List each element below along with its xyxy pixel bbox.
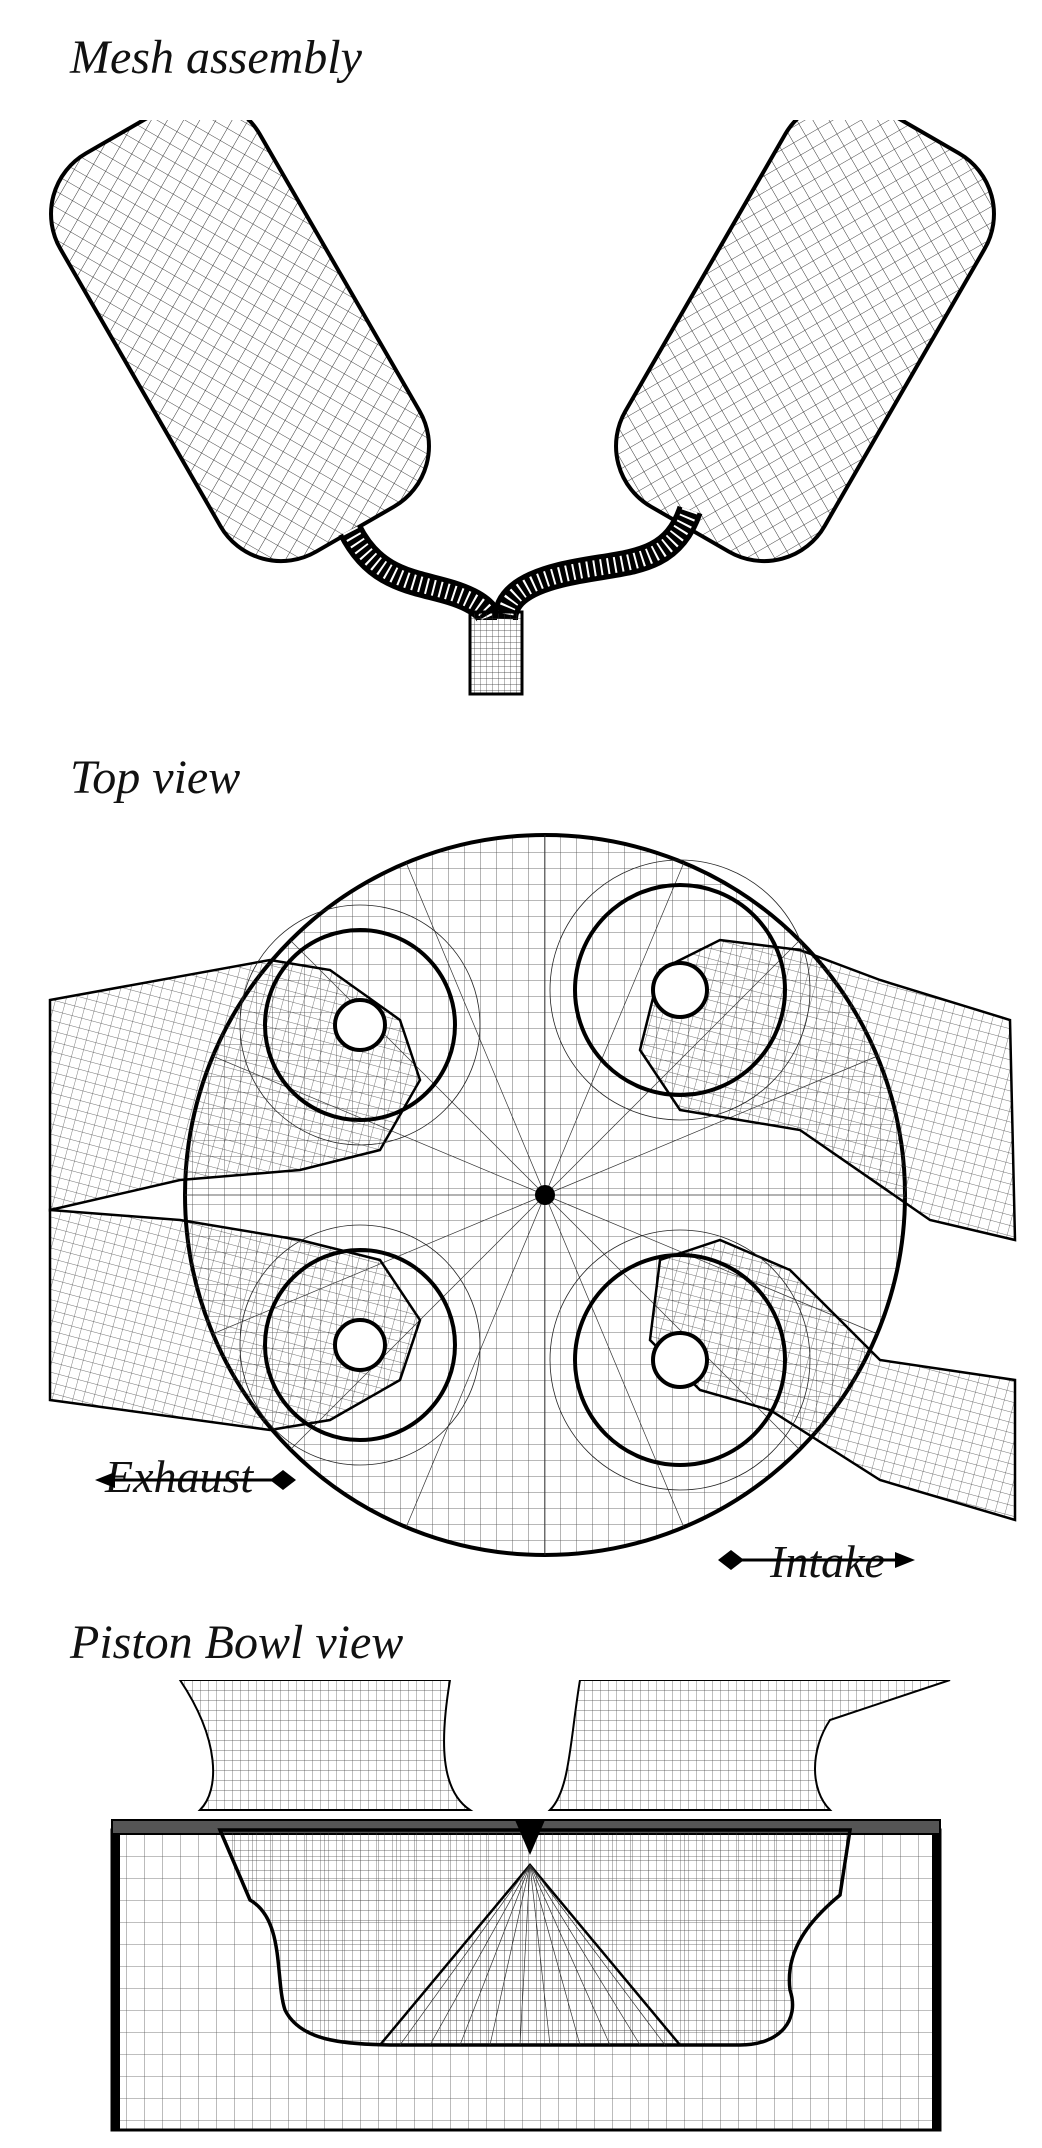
right-runner [492,505,703,621]
valve-seat-intake-upper [549,859,811,1121]
piston-right-wall [932,1830,940,2130]
left-valve-stem [178,1680,474,1811]
valve-seat-exhaust-lower [239,1224,481,1466]
cylinder-block [468,610,524,696]
injector-notch [515,1820,545,1855]
cone-fan-lines [399,1864,666,2046]
valve-seat-exhaust-upper [239,904,481,1146]
piston-bowl-view-title: Piston Bowl view [70,1616,404,1669]
mesh-assembly-diagram [49,120,996,696]
intake-arrow [718,1550,915,1570]
intake-port-upper [638,938,1017,1242]
valve-seat-intake-lower [549,1229,811,1491]
left-plenum [49,120,431,564]
intake-port-lower [648,1238,1017,1522]
right-valve-stem [547,1680,951,1811]
top-view-diagram [48,833,1017,1570]
top-view-title: Top view [70,751,241,804]
left-runner [338,523,503,623]
injector-center [535,1185,555,1205]
piston-left-wall [112,1830,120,2130]
mesh-assembly-title: Mesh assembly [70,31,362,84]
right-runner-inner [497,507,698,621]
right-plenum [614,120,996,564]
exhaust-port-lower [48,1208,422,1432]
piston-bowl-diagram [110,1680,951,2132]
exhaust-arrow [95,1470,296,1490]
exhaust-label: Exhaust [105,1451,254,1502]
exhaust-port-upper [48,958,422,1212]
